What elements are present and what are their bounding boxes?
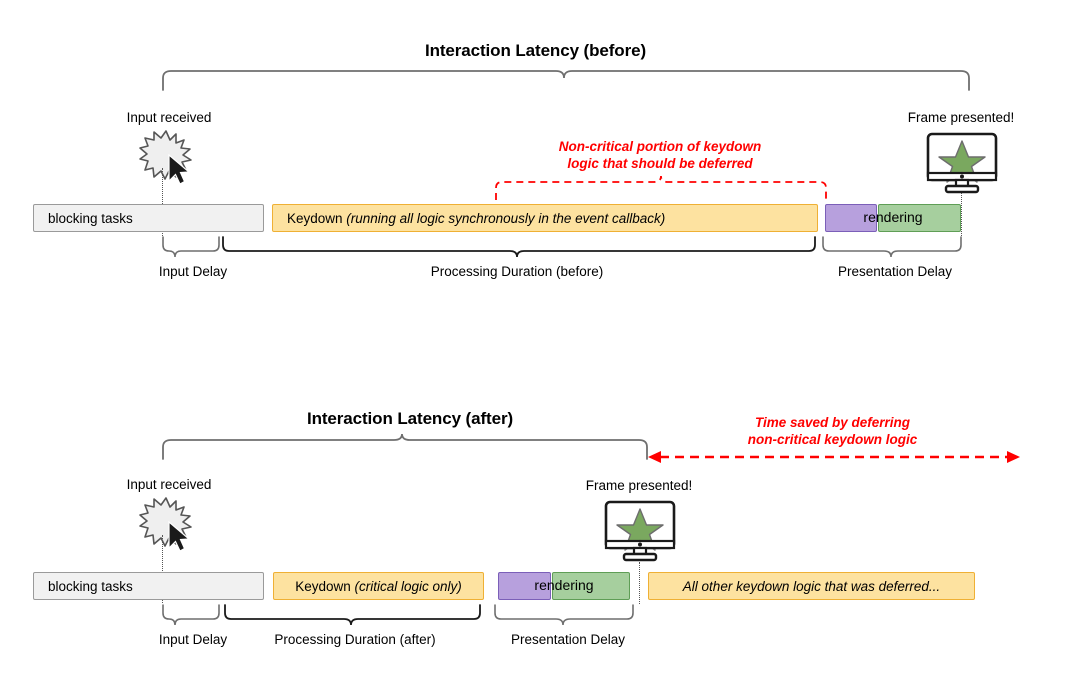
before-annotation-dashed-brace <box>495 175 827 200</box>
before-bar-keydown[interactable]: Keydown (running all logic synchronously… <box>272 204 818 232</box>
before-bar-keydown-label-italic: (running all logic synchronously in the … <box>346 210 666 226</box>
monitor-star-icon <box>926 132 998 194</box>
after-annotation-line1: Time saved by deferring <box>754 415 911 430</box>
after-bar-keydown-label-plain: Keydown <box>295 578 355 594</box>
after-frame-guide-line <box>639 562 640 604</box>
burst-cursor-icon <box>139 497 192 552</box>
after-rendering-label: rendering <box>534 577 594 593</box>
before-bar-render-green[interactable] <box>878 204 961 232</box>
before-bar-keydown-label: Keydown (running all logic synchronously… <box>273 211 665 226</box>
before-input-guide-line <box>162 168 163 236</box>
before-frame-presented-label: Frame presented! <box>907 110 1015 125</box>
burst-cursor-icon <box>139 130 192 185</box>
after-bar-deferred-logic[interactable]: All other keydown logic that was deferre… <box>648 572 975 600</box>
after-presentation-delay-brace <box>494 604 634 626</box>
before-presentation-delay-brace <box>822 236 962 258</box>
before-latency-brace <box>162 70 970 91</box>
after-annotation-line2: non-critical keydown logic <box>747 432 918 447</box>
after-bar-keydown-label-italic: (critical logic only) <box>354 578 462 594</box>
after-latency-brace <box>162 433 648 460</box>
before-frame-guide-line <box>961 180 962 236</box>
after-bar-render-purple[interactable] <box>498 572 551 600</box>
after-annotation-text: Time saved by deferring non-critical key… <box>670 414 995 448</box>
after-input-delay-brace <box>162 604 220 626</box>
before-annotation-text: Non-critical portion of keydown logic th… <box>485 138 835 172</box>
after-bar-keydown-label: Keydown (critical logic only) <box>274 579 483 594</box>
monitor-star-icon <box>604 500 676 562</box>
after-frame-presented-label: Frame presented! <box>585 478 693 493</box>
before-annotation-line1: Non-critical portion of keydown <box>558 139 762 154</box>
after-timeline-bars: blocking tasks Keydown (critical logic o… <box>0 572 1071 602</box>
before-input-received-label: Input received <box>126 110 212 125</box>
after-time-saved-arrow <box>648 451 1020 463</box>
before-title: Interaction Latency (before) <box>424 41 647 60</box>
after-bar-keydown[interactable]: Keydown (critical logic only) <box>273 572 484 600</box>
after-input-guide-line <box>162 535 163 603</box>
before-processing-duration-brace <box>222 236 816 258</box>
before-input-delay-brace <box>162 236 220 258</box>
after-bar-render-green[interactable] <box>552 572 630 600</box>
before-bar-render-purple[interactable] <box>825 204 877 232</box>
before-phase-input-delay: Input Delay <box>158 264 228 279</box>
after-bar-deferred-logic-label: All other keydown logic that was deferre… <box>682 578 941 594</box>
after-phase-input-delay: Input Delay <box>158 632 228 647</box>
before-rendering-label: rendering <box>863 209 923 225</box>
after-input-received-label: Input received <box>126 477 212 492</box>
before-bar-blocking-tasks-label: blocking tasks <box>48 210 133 226</box>
before-phase-processing-duration: Processing Duration (before) <box>430 264 604 279</box>
before-bar-keydown-label-plain: Keydown <box>287 210 347 226</box>
after-title: Interaction Latency (after) <box>306 409 514 428</box>
after-phase-presentation-delay: Presentation Delay <box>510 632 626 647</box>
after-processing-duration-brace <box>224 604 481 626</box>
before-phase-presentation-delay: Presentation Delay <box>837 264 953 279</box>
before-bar-blocking-tasks[interactable]: blocking tasks <box>33 204 264 232</box>
after-phase-processing-duration: Processing Duration (after) <box>274 632 436 647</box>
after-bar-blocking-tasks-label: blocking tasks <box>48 578 133 594</box>
after-bar-blocking-tasks[interactable]: blocking tasks <box>33 572 264 600</box>
before-annotation-line2: logic that should be deferred <box>567 156 753 171</box>
before-timeline-bars: blocking tasks Keydown (running all logi… <box>0 204 1071 234</box>
